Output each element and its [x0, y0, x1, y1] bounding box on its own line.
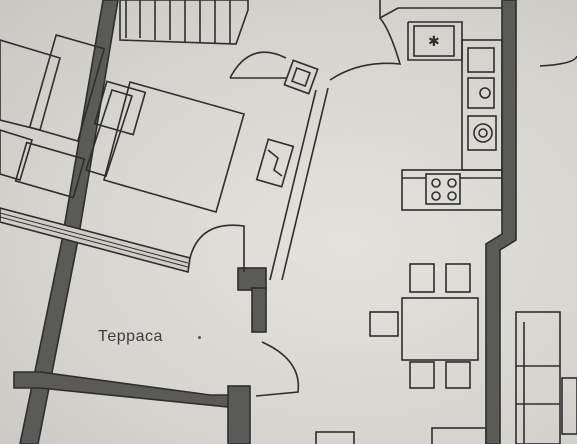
washing-machine-icon [467, 115, 497, 151]
bed-icon [103, 81, 245, 213]
sink-icon [283, 59, 319, 95]
doors [189, 17, 577, 397]
wall-right [485, 0, 517, 444]
dining [315, 263, 487, 444]
door-arc-right [539, 55, 577, 67]
corridor [255, 59, 319, 188]
wall-left-diagonal [19, 0, 119, 444]
bedroom [0, 33, 245, 213]
wall-corridor-right [281, 87, 329, 281]
hanger-rack [255, 138, 295, 188]
svg-text:✱: ✱ [428, 34, 440, 50]
door-arc-terrace [189, 224, 245, 272]
walls [0, 0, 517, 444]
cooktop-icon [425, 173, 461, 205]
wall-pillar-3 [251, 287, 267, 333]
kitchen: ✱ [401, 25, 503, 211]
wall-pillar-2 [237, 267, 267, 291]
wall-corridor-left [269, 89, 317, 281]
wall-top-segment [119, 0, 249, 45]
door-arc-entry-left [229, 51, 287, 79]
wall-pillar [227, 385, 251, 444]
cabinet [28, 33, 106, 143]
kitchen-sink-icon [467, 47, 495, 73]
fan-unit [413, 25, 455, 57]
wall-bedroom-bottom [0, 207, 191, 274]
wall-bath-top [379, 0, 502, 20]
door-arc-entry-right [329, 17, 402, 81]
label-dot [198, 336, 201, 339]
room-label-terrace: Терраса [98, 328, 163, 345]
sofa-icon [515, 311, 561, 444]
table-icon [401, 297, 479, 361]
living [515, 311, 577, 444]
door-arc-bottom [255, 341, 300, 397]
